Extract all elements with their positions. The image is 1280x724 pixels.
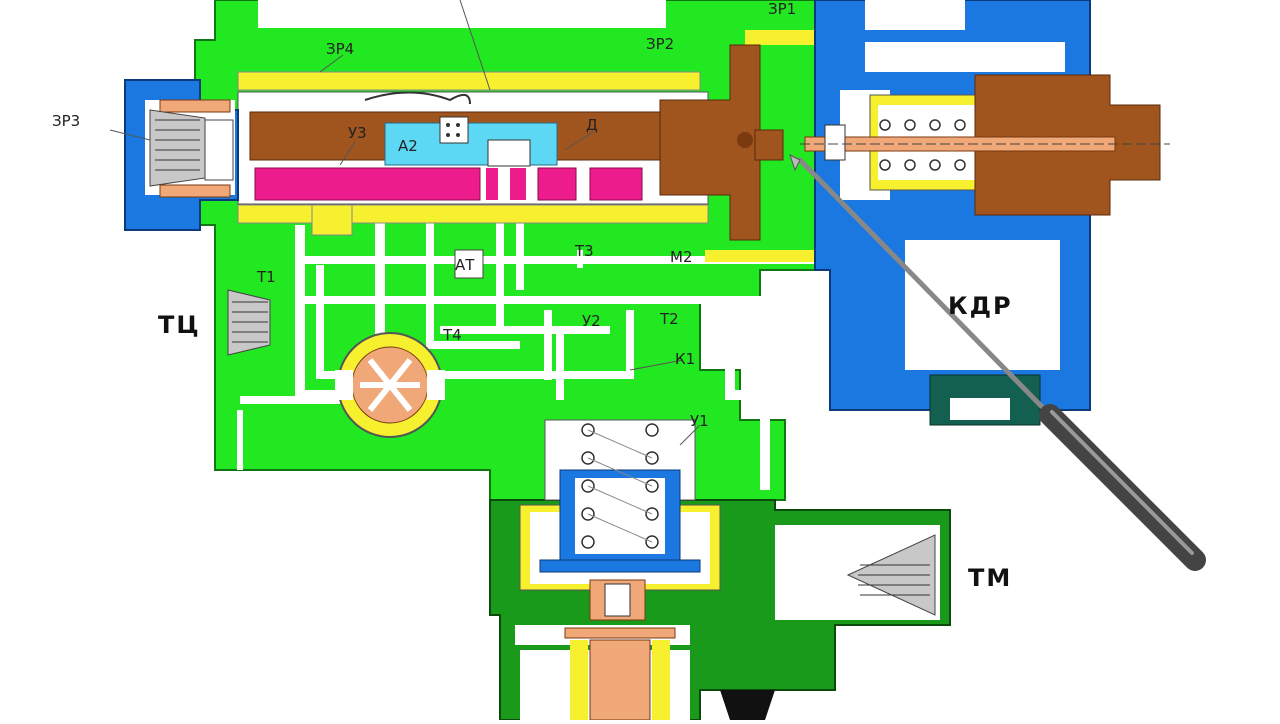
leader-lines [109, 0, 701, 446]
label-t1: Т1 [257, 268, 276, 286]
label-t4: Т4 [443, 326, 462, 344]
label-tc: ТЦ [158, 311, 201, 339]
valve-u1 [519, 419, 721, 721]
pointer-stick [789, 154, 1206, 571]
kdr-spring [800, 74, 1170, 216]
yellow-channels [237, 30, 815, 262]
left-cap [124, 79, 239, 231]
label-zr3: ЗР3 [52, 112, 81, 130]
label-zr4: ЗР4 [326, 40, 355, 58]
chamber-a2 [364, 91, 558, 167]
label-u2: У2 [582, 312, 601, 330]
tc-filter [227, 289, 271, 356]
label-u3: У3 [348, 124, 367, 142]
label-kdr: КДР [948, 292, 1013, 320]
label-a2: А2 [398, 137, 418, 155]
rotary-valve [335, 332, 445, 438]
label-d: Д [586, 116, 598, 134]
label-t2: Т2 [660, 310, 679, 328]
slide-valve [254, 167, 643, 201]
label-zr1: ЗР1 [768, 0, 797, 18]
label-tm: ТМ [968, 564, 1013, 592]
label-k1: К1 [675, 350, 696, 368]
at-port [454, 249, 484, 279]
label-m2: М2 [670, 248, 693, 266]
label-zr2: ЗР2 [646, 35, 675, 53]
label-u1: У1 [690, 412, 709, 430]
label-t3: Т3 [575, 242, 594, 260]
label-at: АТ [455, 256, 475, 274]
